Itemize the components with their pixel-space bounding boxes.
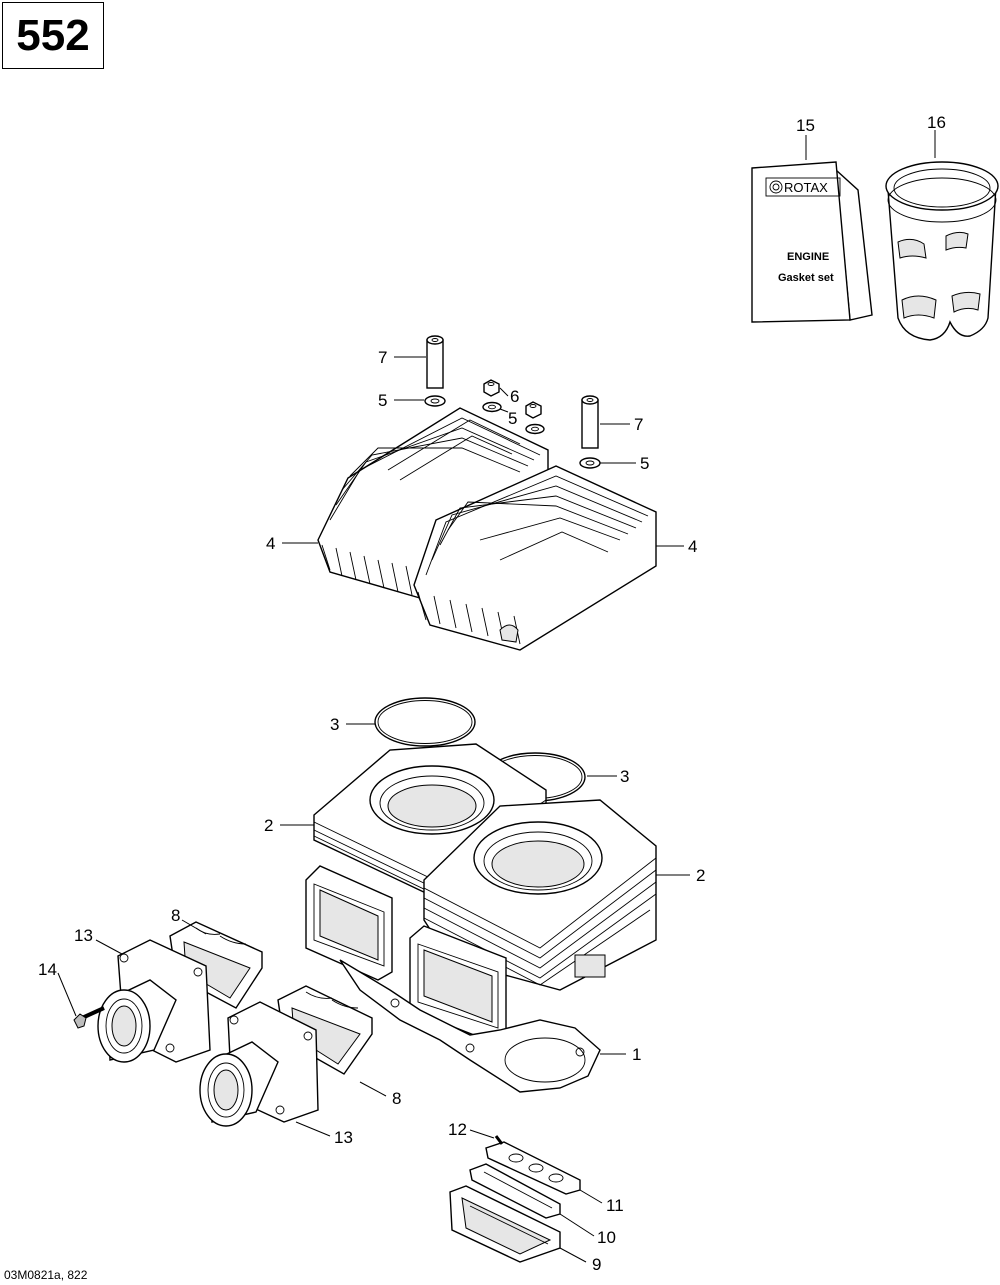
callout-3-left: 3 [330, 715, 339, 734]
callout-12: 12 [448, 1120, 467, 1139]
kit-title-line2: Gasket set [778, 272, 834, 284]
callout-16: 16 [927, 113, 946, 132]
washer-right [579, 457, 601, 469]
callout-10: 10 [597, 1228, 616, 1247]
callout-8-upper: 8 [171, 906, 180, 925]
washer-middle-1 [482, 401, 502, 413]
callout-9: 9 [592, 1255, 601, 1274]
callout-5-right: 5 [640, 454, 649, 473]
kit-brand-label: ROTAX [784, 180, 828, 195]
callout-5-left: 5 [378, 391, 387, 410]
callout-4-left: 4 [266, 534, 275, 553]
washer-middle-2 [525, 423, 545, 435]
stud-left [426, 335, 444, 389]
intake-manifold-lower [199, 1001, 319, 1127]
intake-port-rear [305, 865, 393, 981]
nut-left [483, 379, 500, 397]
figure-reference: 03M0821a, 822 [4, 1268, 88, 1282]
cylinder-head-front [413, 465, 657, 651]
kit-title-line1: ENGINE [787, 251, 829, 263]
callout-13-lower: 13 [334, 1128, 353, 1147]
reed-screw [494, 1135, 504, 1145]
leader-lines [57, 130, 936, 1263]
intake-manifold-upper [97, 939, 211, 1063]
manifold-screw [73, 1006, 105, 1029]
washer-left [424, 395, 446, 407]
callout-11: 11 [606, 1196, 624, 1215]
nut-right [525, 401, 542, 419]
callout-5-middle: 5 [508, 409, 517, 428]
callout-7-right: 7 [634, 415, 643, 434]
callout-13-upper: 13 [74, 926, 93, 945]
gasket-set-booklet: ROTAX ENGINE Gasket set [751, 161, 873, 323]
callout-4-right: 4 [688, 537, 697, 556]
callout-7-left: 7 [378, 348, 387, 367]
engine-code: 552 [16, 10, 90, 60]
callout-14: 14 [38, 960, 57, 979]
stud-right [581, 395, 599, 449]
cylinder-sleeve [885, 161, 999, 341]
engine-code-box: 552 [2, 2, 104, 69]
cylinder-front [423, 799, 657, 991]
callout-2-right: 2 [696, 866, 705, 885]
callout-6: 6 [510, 387, 519, 406]
callout-2-left: 2 [264, 816, 273, 835]
base-gasket [339, 959, 601, 1093]
callout-3-right: 3 [620, 767, 629, 786]
callout-8-lower: 8 [392, 1089, 401, 1108]
o-ring-left [374, 697, 476, 747]
callout-1: 1 [632, 1045, 641, 1064]
intake-port-front [409, 925, 507, 1043]
callout-15: 15 [796, 116, 815, 135]
